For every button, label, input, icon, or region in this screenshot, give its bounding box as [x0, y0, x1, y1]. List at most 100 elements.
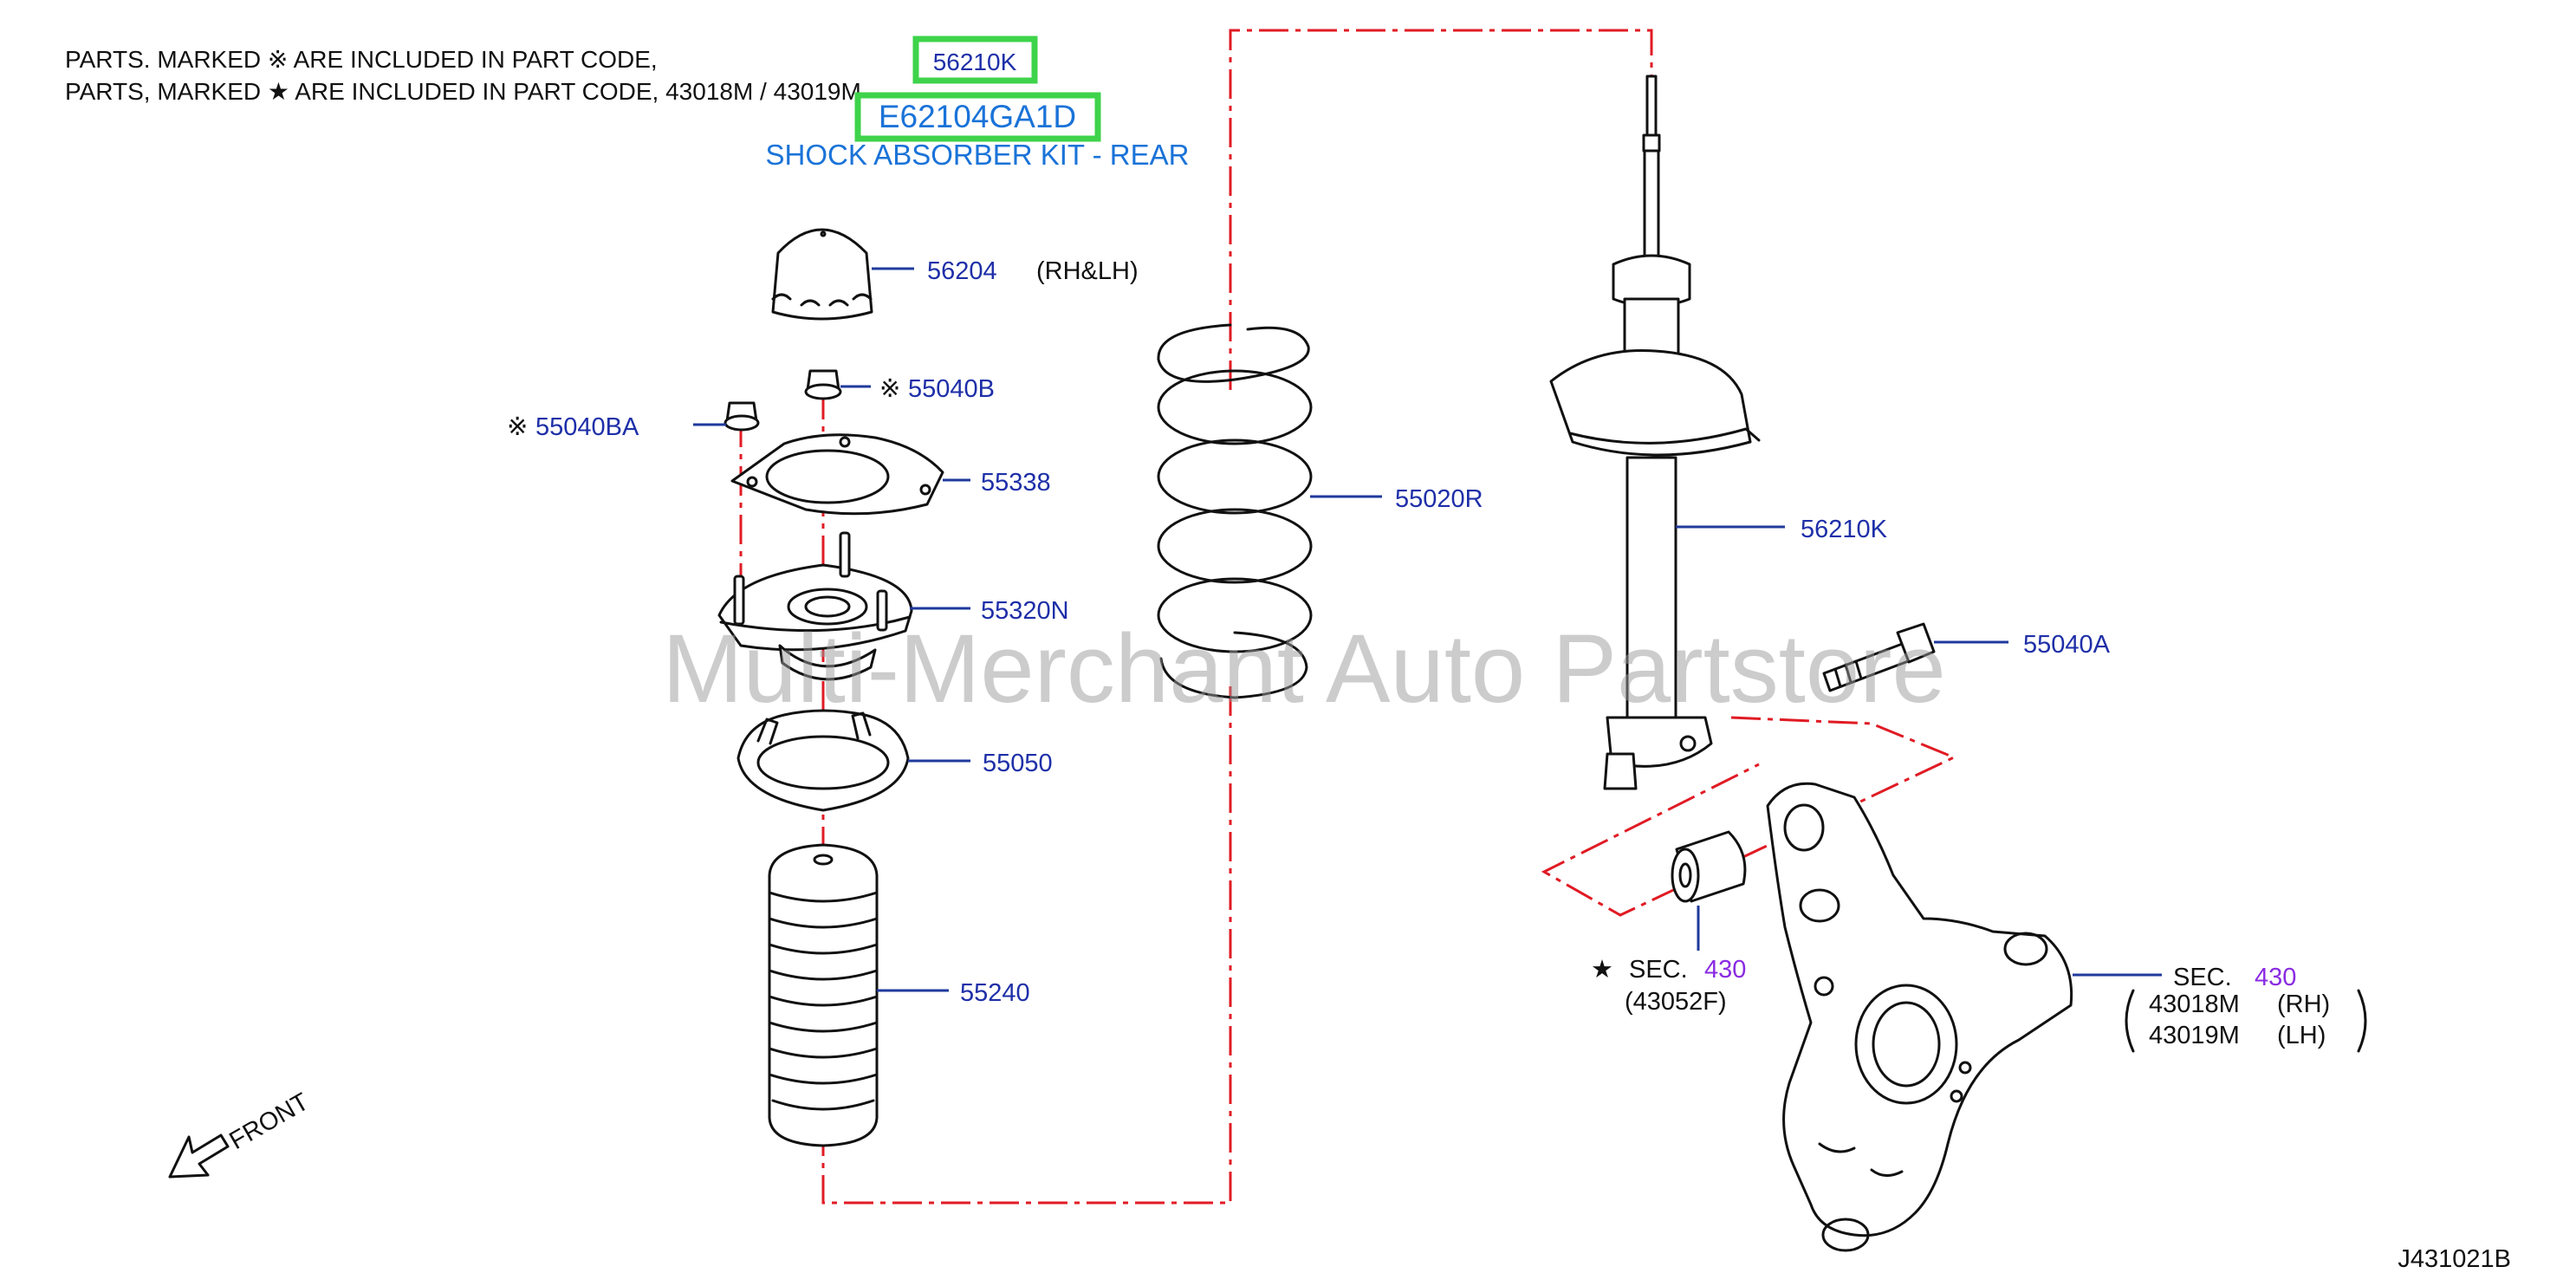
highlight-box-56210k: [912, 36, 1038, 84]
strut-mount-stud-2: [733, 575, 745, 626]
strut-mount-stud-3: [876, 589, 888, 632]
shock-spring-seat: [1549, 348, 1752, 457]
label-sec1-num[interactable]: 430: [1704, 956, 1746, 984]
knuckle-hub-bore: [1872, 1001, 1941, 1088]
coil-spring-bottom-turn: [1159, 631, 1308, 699]
label-55320n[interactable]: 55320N: [981, 597, 1069, 625]
label-55020r[interactable]: 55020R: [1395, 485, 1483, 513]
centerline-bottom-frame: [821, 685, 1232, 1205]
knuckle-bolt-3: [1814, 976, 1834, 997]
bracket-right: [2357, 989, 2367, 1053]
dust-cap-56204[interactable]: 56204 (RH&LH): [771, 228, 1139, 321]
coil-spring-top-turn: [1157, 323, 1310, 383]
bolt-55040a[interactable]: 55040A: [1822, 622, 2111, 692]
spring-seat-55050[interactable]: 55050: [736, 709, 1053, 812]
label-sec1: SEC.: [1629, 956, 1688, 984]
coil-spring-turn-2: [1157, 438, 1313, 515]
label-sec2: SEC.: [2173, 964, 2232, 991]
bushing-43052f[interactable]: ★ SEC. 430 (43052F): [1591, 830, 1747, 1016]
header-part-code[interactable]: 56210K: [933, 49, 1017, 75]
shock-rod-tip: [1645, 75, 1658, 137]
knuckle-hub-boss: [1854, 984, 1958, 1105]
strut-mount-center: [787, 588, 868, 626]
strut-mount-boss: [778, 644, 877, 681]
label-55040b[interactable]: 55040B: [908, 375, 995, 403]
label-56204-side: (RH&LH): [1036, 257, 1139, 285]
bracket-left: [2125, 989, 2135, 1053]
label-55040ba[interactable]: 55040BA: [535, 413, 639, 441]
knuckle-bolt-1: [1958, 1061, 1972, 1075]
label-55040ba-mark: ※: [507, 413, 528, 441]
kit-code[interactable]: E62104GA1D: [879, 99, 1076, 134]
bump-boot-hole: [813, 854, 834, 866]
strut-mount-rim: [719, 615, 912, 633]
knuckle-mid-hole: [1799, 888, 1840, 923]
bump-boot-55240[interactable]: 55240: [768, 843, 1030, 1147]
bolt-head: [1896, 622, 1936, 664]
diagram-id: J431021B: [2398, 1245, 2511, 1273]
nut-55040ba[interactable]: ※ 55040BA: [507, 401, 760, 441]
knuckle-side-eye: [2003, 932, 2048, 966]
nut-55040b-flange: [804, 383, 842, 400]
dust-cap-vent: [820, 231, 827, 237]
gasket-bolt-hole-3: [839, 436, 851, 448]
centerline-top-frame: [1229, 29, 1653, 390]
label-55240[interactable]: 55240: [960, 979, 1030, 1007]
nut-55040ba-flange: [723, 414, 760, 432]
spring-seat-ring: [756, 735, 890, 790]
coil-spring-turn-1: [1157, 369, 1313, 445]
label-sec1-mark: ★: [1591, 956, 1613, 984]
gasket-plate-hole: [765, 449, 890, 504]
label-56210k[interactable]: 56210K: [1801, 516, 1888, 543]
label-sec2-rh: (RH): [2277, 990, 2330, 1018]
gasket-bolt-hole-1: [746, 476, 758, 488]
shock-rod-nut: [1642, 133, 1661, 153]
label-55040a[interactable]: 55040A: [2023, 631, 2111, 659]
header-line-1: PARTS. MARKED ※ ARE INCLUDED IN PART COD…: [65, 46, 658, 73]
shock-clevis-hole: [1679, 735, 1697, 752]
label-55338[interactable]: 55338: [981, 469, 1051, 497]
label-sec2-num[interactable]: 430: [2255, 964, 2296, 991]
coil-spring-turn-3: [1157, 508, 1313, 584]
strut-mount-bore: [804, 595, 851, 618]
label-55040b-mark: ※: [879, 375, 900, 403]
watermark: Multi-Merchant Auto Partstore: [662, 614, 1945, 723]
label-sec2-lh-code[interactable]: 43019M: [2149, 1022, 2240, 1049]
spring-seat-body: [736, 709, 910, 812]
label-sec1-sub: (43052F): [1625, 988, 1727, 1016]
gasket-plate-55338[interactable]: 55338: [730, 433, 1051, 516]
nut-55040b[interactable]: ※ 55040B: [804, 369, 995, 403]
knuckle-bolt-2: [1950, 1089, 1963, 1103]
knuckle-upper-eye: [1783, 803, 1825, 852]
shock-seat-lip: [1568, 427, 1761, 445]
shock-body: [1625, 456, 1677, 719]
bushing-bore: [1678, 862, 1692, 888]
dust-cap-teeth: [771, 293, 873, 307]
shock-rod: [1643, 149, 1660, 262]
label-sec2-lh: (LH): [2277, 1022, 2326, 1049]
bump-boot-ribs: [768, 891, 879, 1111]
strut-mount-55320n[interactable]: 55320N: [717, 531, 1069, 681]
shock-lower-nut: [1603, 752, 1638, 790]
coil-spring-turn-4: [1157, 577, 1313, 653]
shock-absorber-56210k[interactable]: 56210K: [1549, 75, 1888, 790]
gasket-bolt-hole-2: [919, 484, 931, 496]
header-line-2: PARTS, MARKED ★ ARE INCLUDED IN PART COD…: [65, 78, 861, 105]
front-label: FRONT: [225, 1088, 315, 1155]
header: PARTS. MARKED ※ ARE INCLUDED IN PART COD…: [65, 36, 1190, 171]
spring-seat-tabs: [756, 711, 872, 745]
bushing-face: [1671, 848, 1700, 903]
kit-name: SHOCK ABSORBER KIT - REAR: [765, 139, 1189, 171]
front-arrow-icon: [168, 1133, 230, 1179]
label-55050[interactable]: 55050: [983, 750, 1053, 777]
knuckle-43018m-43019m[interactable]: SEC. 430 43018M (RH) 43019M (LH): [1766, 782, 2367, 1252]
coil-spring-55020r[interactable]: 55020R: [1157, 323, 1483, 699]
knuckle-lower-eye: [1821, 1218, 1870, 1252]
label-sec2-rh-code[interactable]: 43018M: [2149, 990, 2240, 1018]
knuckle-ribs: [1818, 1142, 1904, 1177]
bolt-thread: [1833, 659, 1863, 688]
bump-boot-body: [768, 843, 879, 1147]
label-56204[interactable]: 56204: [927, 257, 997, 285]
highlight-box-kit-code: [854, 92, 1101, 142]
